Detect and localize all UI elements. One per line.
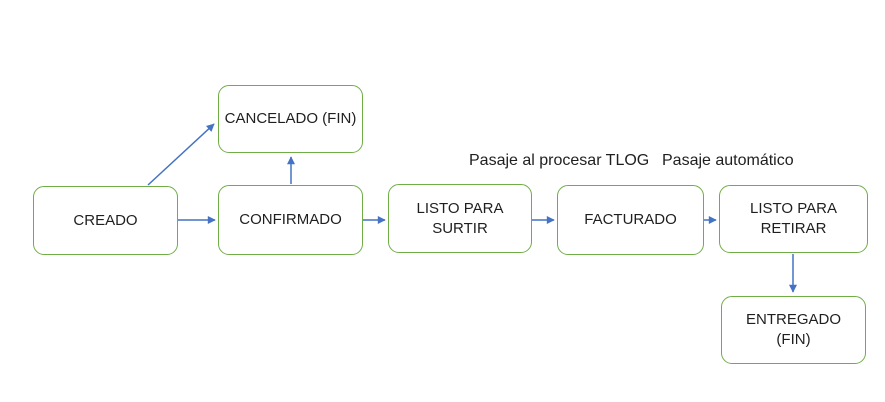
node-entregado-fin: ENTREGADO (FIN) — [721, 296, 866, 364]
node-listo-para-retirar: LISTO PARA RETIRAR — [719, 185, 868, 253]
node-creado: CREADO — [33, 186, 178, 255]
edge-label-pasaje-automatico: Pasaje automático — [662, 152, 794, 169]
node-cancelado-fin: CANCELADO (FIN) — [218, 85, 363, 153]
node-confirmado: CONFIRMADO — [218, 185, 363, 255]
node-listo-para-surtir: LISTO PARA SURTIR — [388, 184, 532, 253]
node-facturado: FACTURADO — [557, 185, 704, 255]
edge-creado-to-cancelado — [147, 123, 215, 186]
edge-label-pasaje-al-procesar-tlog: Pasaje al procesar TLOG — [469, 152, 650, 169]
